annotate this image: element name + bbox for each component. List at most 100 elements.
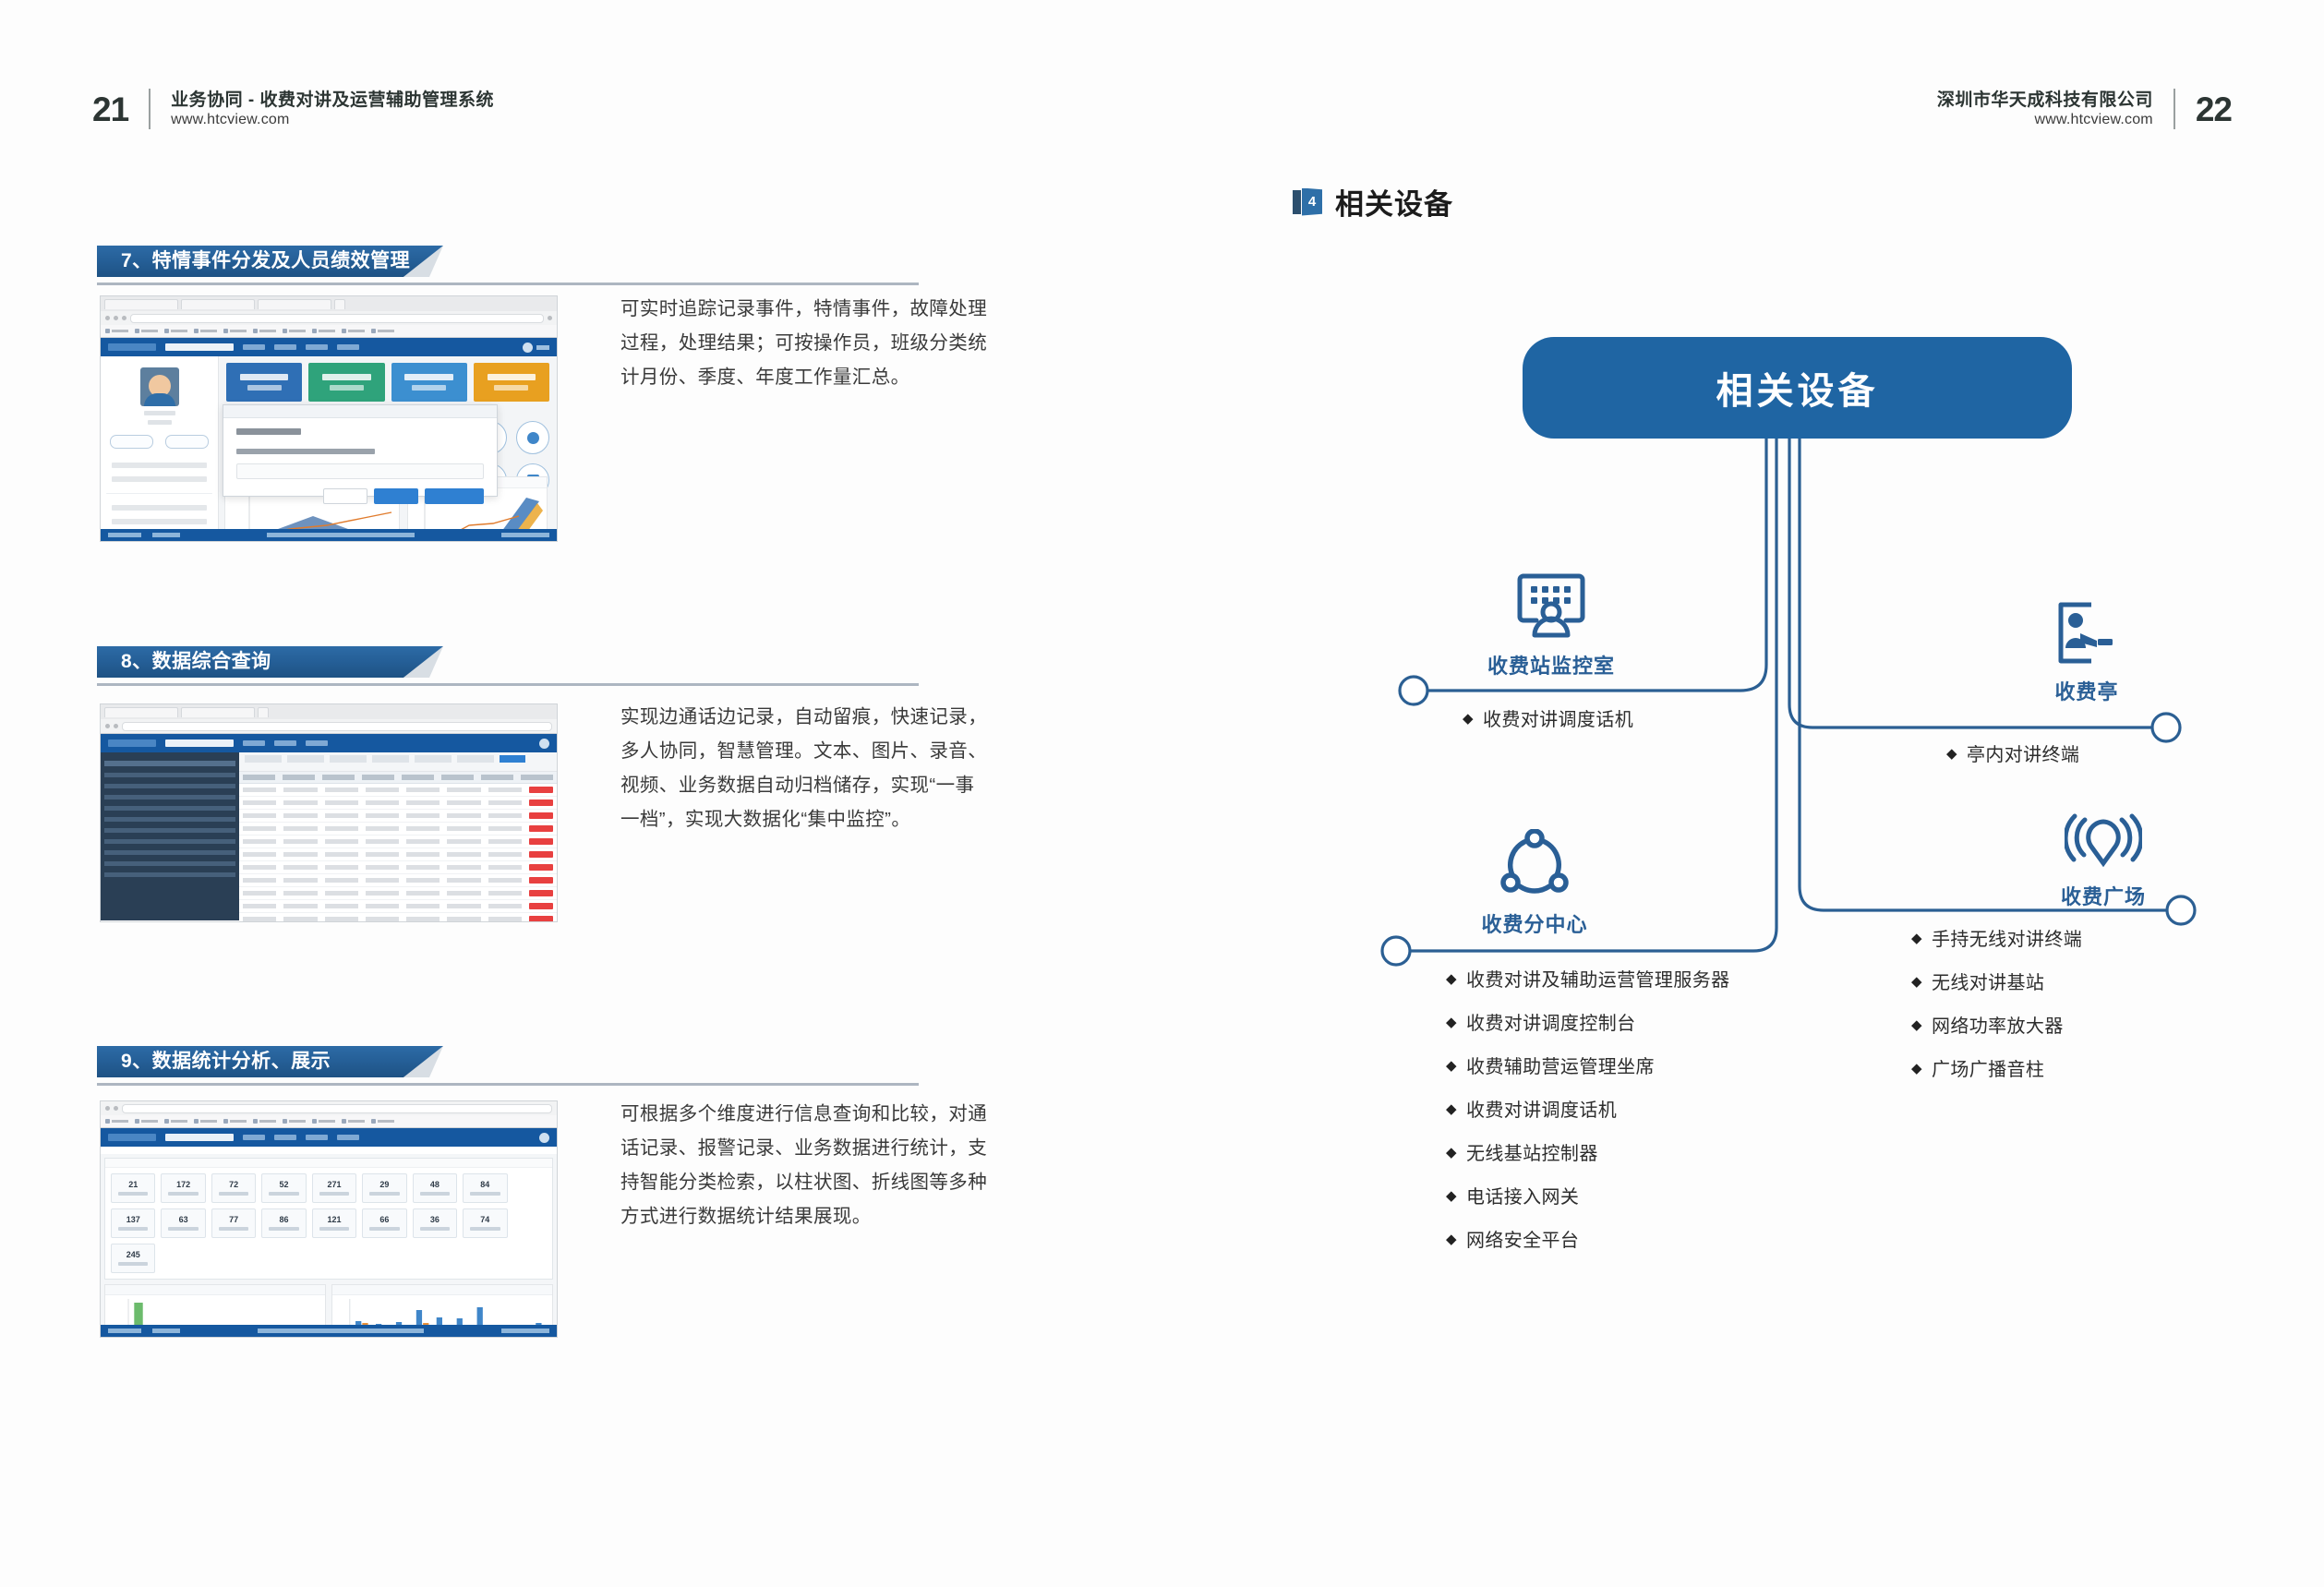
table-row[interactable]	[239, 887, 557, 900]
kpi-card[interactable]	[308, 363, 385, 402]
browser-tab[interactable]	[104, 298, 178, 309]
bookmark-item[interactable]	[105, 1119, 128, 1124]
bookmark-item[interactable]	[135, 1119, 158, 1124]
app-nav-item[interactable]	[337, 1135, 359, 1140]
browser-url-bar-8[interactable]	[101, 719, 557, 733]
stat-tile[interactable]: 86	[261, 1208, 307, 1238]
task-assign-dialog[interactable]	[223, 404, 498, 504]
bookmark-item[interactable]	[371, 1119, 394, 1124]
stat-tile[interactable]: 29	[362, 1173, 407, 1203]
table-row[interactable]	[239, 913, 557, 921]
address-field[interactable]	[122, 721, 552, 731]
browser-tab[interactable]	[104, 706, 178, 717]
bookmark-item[interactable]	[253, 329, 276, 333]
bookmark-item[interactable]	[253, 1119, 276, 1124]
address-field[interactable]	[122, 1103, 552, 1113]
bookmark-item[interactable]	[283, 1119, 306, 1124]
browser-tab[interactable]	[181, 298, 255, 309]
profile-icon[interactable]	[548, 316, 552, 320]
avatar[interactable]	[523, 342, 533, 353]
app-nav-item[interactable]	[306, 1135, 328, 1140]
app-nav-item[interactable]	[274, 740, 296, 746]
app-nav-item[interactable]	[274, 344, 296, 350]
avatar[interactable]	[539, 738, 549, 749]
bookmark-item[interactable]	[223, 1119, 247, 1124]
stat-tile[interactable]: 63	[161, 1208, 206, 1238]
sidebar-action-button[interactable]	[110, 435, 153, 449]
browser-url-bar-9[interactable]	[101, 1101, 557, 1115]
table-row[interactable]	[239, 861, 557, 874]
bookmark-item[interactable]	[194, 1119, 217, 1124]
dialog-assign-button[interactable]	[374, 488, 418, 504]
address-field[interactable]	[130, 313, 544, 323]
kpi-card[interactable]	[391, 363, 467, 402]
back-icon[interactable]	[105, 1106, 110, 1111]
sidebar-menu-item[interactable]	[112, 463, 207, 468]
stat-tile[interactable]: 36	[412, 1208, 458, 1238]
sidebar-menu-item[interactable]	[112, 476, 207, 482]
table-row[interactable]	[239, 784, 557, 797]
bookmark-item[interactable]	[164, 329, 187, 333]
bookmark-item[interactable]	[135, 329, 158, 333]
app-nav-item[interactable]	[243, 740, 265, 746]
dialog-assign-confirm-button[interactable]	[425, 488, 484, 504]
stat-tile[interactable]: 52	[261, 1173, 307, 1203]
bookmark-item[interactable]	[312, 329, 335, 333]
stat-tile[interactable]: 74	[463, 1208, 508, 1238]
table-row[interactable]	[239, 900, 557, 913]
browser-new-tab-button[interactable]	[258, 706, 269, 717]
stat-tile[interactable]: 72	[211, 1173, 257, 1203]
app-nav-item[interactable]	[243, 344, 265, 350]
stat-tile[interactable]: 84	[463, 1173, 508, 1203]
table-row[interactable]	[239, 823, 557, 836]
stat-tile[interactable]: 172	[161, 1173, 206, 1203]
table-row[interactable]	[239, 810, 557, 823]
app-nav-item[interactable]	[243, 1135, 265, 1140]
sidebar-menu-item[interactable]	[112, 519, 207, 524]
bookmark-item[interactable]	[283, 329, 306, 333]
forward-icon[interactable]	[114, 316, 118, 320]
stat-tile[interactable]: 21	[111, 1173, 156, 1203]
browser-tab[interactable]	[181, 706, 255, 717]
forward-icon[interactable]	[114, 724, 118, 728]
dialog-cancel-button[interactable]	[323, 488, 367, 504]
stat-tile[interactable]: 48	[412, 1173, 458, 1203]
app-nav-item[interactable]	[337, 344, 359, 350]
browser-new-tab-button[interactable]	[334, 298, 345, 309]
bookmark-item[interactable]	[164, 1119, 187, 1124]
quick-action-button[interactable]	[516, 421, 549, 454]
stat-tile[interactable]: 121	[311, 1208, 357, 1238]
stat-tile[interactable]: 77	[211, 1208, 257, 1238]
stat-tile[interactable]: 66	[362, 1208, 407, 1238]
stat-tile-value: 121	[327, 1215, 342, 1224]
app-nav-item[interactable]	[274, 1135, 296, 1140]
table-row[interactable]	[239, 874, 557, 887]
dialog-select-input[interactable]	[236, 463, 484, 479]
reload-icon[interactable]	[122, 316, 126, 320]
bookmark-item[interactable]	[223, 329, 247, 333]
sidebar-action-button[interactable]	[165, 435, 209, 449]
query-filter-toolbar[interactable]	[239, 752, 557, 772]
stat-tile[interactable]: 245	[111, 1244, 156, 1273]
bookmark-item[interactable]	[105, 329, 128, 333]
app-nav-item[interactable]	[306, 344, 328, 350]
stat-tile[interactable]: 137	[111, 1208, 156, 1238]
bookmark-item[interactable]	[342, 329, 365, 333]
table-row[interactable]	[239, 797, 557, 810]
bookmark-item[interactable]	[194, 329, 217, 333]
browser-tab[interactable]	[258, 298, 331, 309]
forward-icon[interactable]	[114, 1106, 118, 1111]
stat-tile[interactable]: 271	[311, 1173, 357, 1203]
bookmark-item[interactable]	[312, 1119, 335, 1124]
bookmark-item[interactable]	[342, 1119, 365, 1124]
avatar[interactable]	[539, 1132, 549, 1143]
browser-url-bar-7[interactable]	[101, 311, 557, 325]
back-icon[interactable]	[105, 316, 110, 320]
app-nav-item[interactable]	[306, 740, 328, 746]
bookmark-item[interactable]	[371, 329, 394, 333]
kpi-card[interactable]	[226, 363, 303, 402]
table-row[interactable]	[239, 848, 557, 861]
table-row[interactable]	[239, 836, 557, 848]
back-icon[interactable]	[105, 724, 110, 728]
kpi-card[interactable]	[473, 363, 549, 402]
